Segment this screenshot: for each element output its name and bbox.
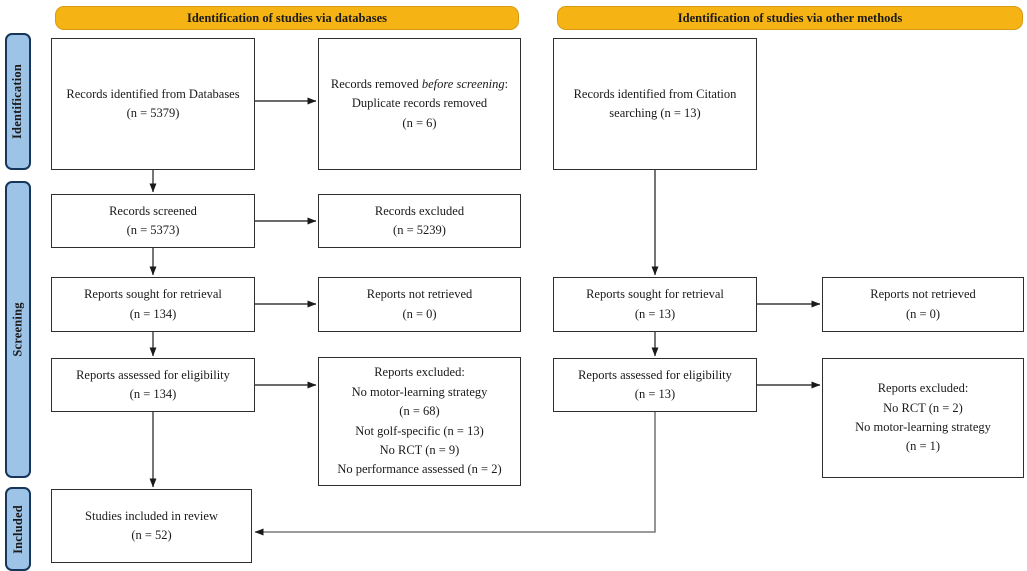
sidebar-screening-label: Screening bbox=[10, 302, 25, 357]
text-line: (n = 134) bbox=[129, 306, 177, 321]
text-line: (n = 134) bbox=[129, 387, 177, 401]
text-line: Records screened bbox=[109, 203, 197, 218]
sidebar-included-label: Included bbox=[10, 504, 25, 554]
text-line: Studies included in review bbox=[85, 508, 218, 523]
sidebar-included: Included bbox=[5, 487, 31, 571]
text-line: No RCT (n = 2) bbox=[883, 400, 963, 415]
text-line: Records identified from Citation bbox=[573, 86, 737, 101]
text-line: (n = 0) bbox=[402, 306, 437, 321]
text-line: Not golf-specific (n = 13) bbox=[355, 423, 484, 438]
text-line: No RCT (n = 9) bbox=[379, 442, 460, 457]
text-line: Reports not retrieved bbox=[870, 287, 976, 302]
text-line: No motor-learning strategy bbox=[351, 384, 488, 399]
box-reports-not-retrieved-databases: Reports not retrieved (n = 0) bbox=[318, 277, 521, 332]
text-line: Reports assessed for eligibility bbox=[76, 367, 230, 382]
box-records-identified-citation: Records identified from Citation searchi… bbox=[553, 38, 757, 170]
text-line: Reports sought for retrieval bbox=[84, 287, 222, 302]
text-segment: : bbox=[504, 76, 509, 91]
text-line: searching (n = 13) bbox=[609, 106, 701, 120]
box-records-identified-databases: Records identified from Databases (n = 5… bbox=[51, 38, 255, 170]
banner-databases: Identification of studies via databases bbox=[55, 6, 519, 30]
text-line: (n = 68) bbox=[399, 404, 440, 419]
text-line: (n = 6) bbox=[402, 115, 437, 130]
box-reports-excluded-databases: Reports excluded: No motor-learning stra… bbox=[318, 357, 521, 486]
text-line: Reports excluded: bbox=[374, 365, 465, 380]
text-line: (n = 5373) bbox=[126, 223, 180, 237]
box-records-excluded: Records excluded (n = 5239) bbox=[318, 194, 521, 248]
banner-databases-label: Identification of studies via databases bbox=[186, 10, 388, 25]
banner-other-methods-label: Identification of studies via other meth… bbox=[677, 10, 903, 25]
text-line: Records excluded bbox=[374, 203, 465, 218]
banner-other-methods: Identification of studies via other meth… bbox=[557, 6, 1023, 30]
box-reports-assessed-other: Reports assessed for eligibility (n = 13… bbox=[553, 358, 757, 412]
text-line: Duplicate records removed bbox=[351, 96, 488, 111]
text-line: (n = 13) bbox=[634, 306, 676, 321]
text-line: Reports excluded: bbox=[877, 381, 969, 396]
text-line: Reports not retrieved bbox=[366, 287, 473, 302]
box-reports-sought-databases: Reports sought for retrieval (n = 134) bbox=[51, 277, 255, 332]
sidebar-identification-label: Identification bbox=[10, 63, 25, 140]
text-line: No motor-learning strategy bbox=[855, 420, 991, 434]
text-line: (n = 1) bbox=[905, 439, 941, 454]
text-line: Reports sought for retrieval bbox=[586, 287, 724, 302]
sidebar-identification: Identification bbox=[5, 33, 31, 170]
text-line: Records identified from Databases bbox=[66, 86, 240, 101]
box-studies-included: Studies included in review (n = 52) bbox=[51, 489, 252, 563]
box-reports-excluded-other: Reports excluded: No RCT (n = 2) No moto… bbox=[822, 358, 1024, 478]
text-line: (n = 13) bbox=[634, 387, 676, 401]
sidebar-screening: Screening bbox=[5, 181, 31, 478]
text-line: (n = 0) bbox=[905, 306, 941, 321]
text-line: Records removed before screening: bbox=[331, 75, 508, 94]
text-line: Reports assessed for eligibility bbox=[578, 367, 732, 382]
box-records-removed-before-screening: Records removed before screening: Duplic… bbox=[318, 38, 521, 170]
text-line: No performance assessed (n = 2) bbox=[337, 462, 502, 477]
text-segment-italic: before screening bbox=[421, 76, 505, 91]
text-line: (n = 5379) bbox=[126, 106, 180, 120]
box-reports-not-retrieved-other: Reports not retrieved (n = 0) bbox=[822, 277, 1024, 332]
text-segment: Records removed bbox=[330, 76, 422, 91]
box-reports-sought-other: Reports sought for retrieval (n = 13) bbox=[553, 277, 757, 332]
text-line: (n = 52) bbox=[131, 528, 172, 542]
text-line: (n = 5239) bbox=[393, 223, 446, 237]
box-reports-assessed-databases: Reports assessed for eligibility (n = 13… bbox=[51, 358, 255, 412]
box-records-screened: Records screened (n = 5373) bbox=[51, 194, 255, 248]
